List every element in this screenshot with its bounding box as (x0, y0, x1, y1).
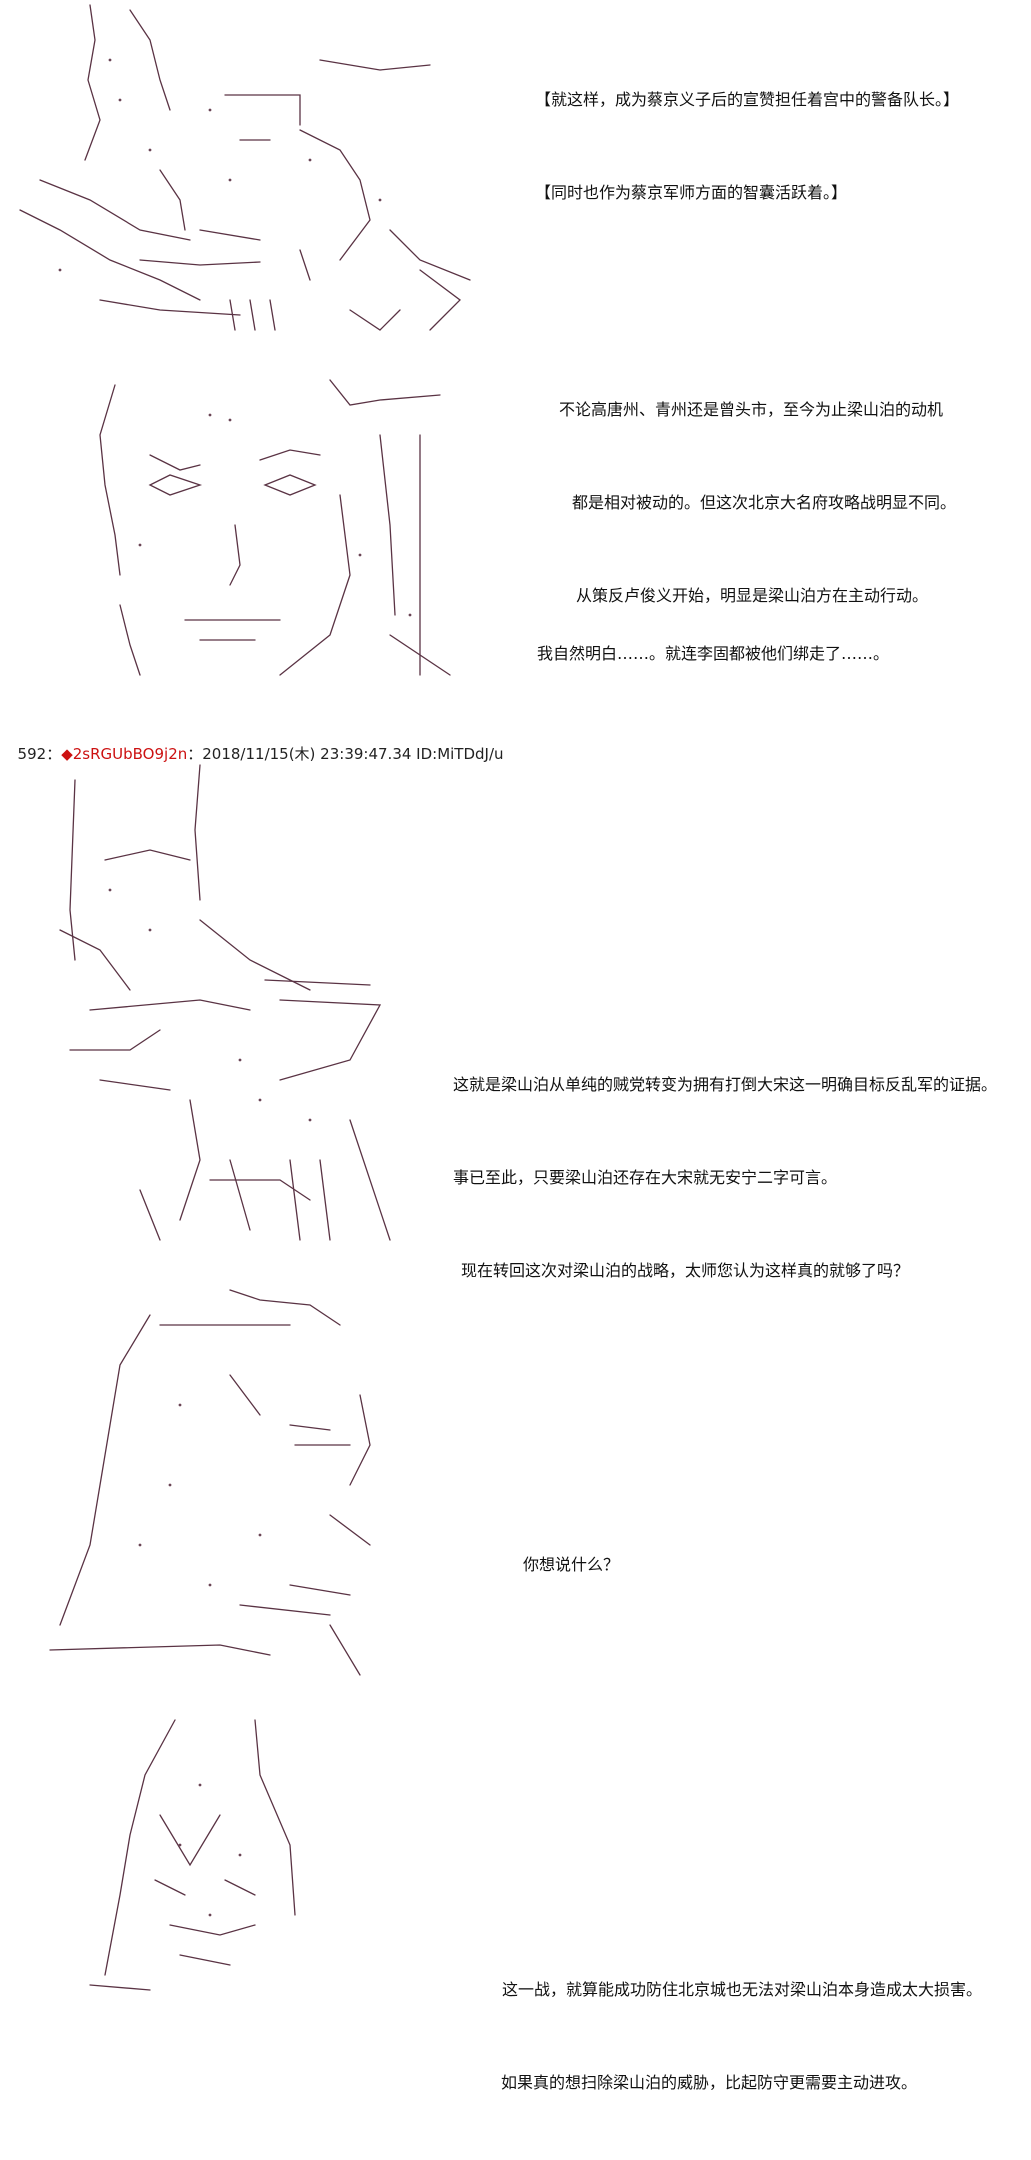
dialog-block-5: 这一战，就算能成功防住北京城也无法对梁山泊本身造成太大损害。 如果真的想扫除梁山… (501, 1912, 983, 2160)
dialog-block-3: 这就是梁山泊从单纯的贼党转变为拥有打倒大宋这一明确目标反乱军的证据。 事已至此，… (453, 1007, 997, 1348)
character-ascii-art-2 (90, 375, 490, 695)
dialog-block-2: 我自然明白……。就连李固都被他们绑走了……。 (537, 576, 889, 731)
dialog-line: 这就是梁山泊从单纯的贼党转变为拥有打倒大宋这一明确目标反乱军的证据。 (453, 1075, 998, 1094)
dialog-block-4: 你想说什么？ (523, 1487, 619, 1642)
dialog-block-1: 【就这样，成为蔡京义子后的宣赞担任着宫中的警备队长。】 【同时也作为蔡京军师方面… (535, 22, 959, 673)
post-separator: ： (46, 745, 62, 763)
dialog-line: 现在转回这次对梁山泊的战略，太师您认为这样真的就够了吗？ (461, 1261, 910, 1280)
dialog-line (535, 270, 959, 332)
post-datetime-id: ：2018/11/15(木) 23:39:47.34 ID:MiTDdJ/u (187, 745, 504, 763)
post-header: 592：◆2sRGUbBO9j2n：2018/11/15(木) 23:39:47… (8, 725, 504, 764)
post-number: 592 (17, 745, 47, 763)
dialog-line: 不论高唐州、青州还是曾头市，至今为止梁山泊的动机 (559, 400, 944, 419)
character-ascii-art-4 (30, 1285, 420, 1680)
dialog-line: 我自然明白……。就连李固都被他们绑走了……。 (537, 644, 890, 663)
dialog-line: 如果真的想扫除梁山泊的威胁，比起防守更需要主动进攻。 (501, 2073, 918, 2092)
character-ascii-art-3 (50, 760, 430, 1250)
post-trip[interactable]: ◆2sRGUbBO9j2n (61, 745, 188, 763)
dialog-line: 你想说什么？ (523, 1555, 620, 1574)
dialog-line: 都是相对被动的。但这次北京大名府攻略战明显不同。 (572, 493, 957, 512)
character-ascii-art-5 (60, 1715, 320, 2000)
dialog-line: 【同时也作为蔡京军师方面的智囊活跃着。】 (535, 183, 848, 202)
dialog-line: 这一战，就算能成功防住北京城也无法对梁山泊本身造成太大损害。 (502, 1980, 983, 1999)
character-ascii-art-1 (0, 0, 500, 340)
dialog-line: 事已至此，只要梁山泊还存在大宋就无安宁二字可言。 (453, 1168, 838, 1187)
dialog-line: 【就这样，成为蔡京义子后的宣赞担任着宫中的警备队长。】 (535, 90, 960, 109)
dialog-line: 从策反卢俊义开始，明显是梁山泊方在主动行动。 (576, 586, 929, 605)
